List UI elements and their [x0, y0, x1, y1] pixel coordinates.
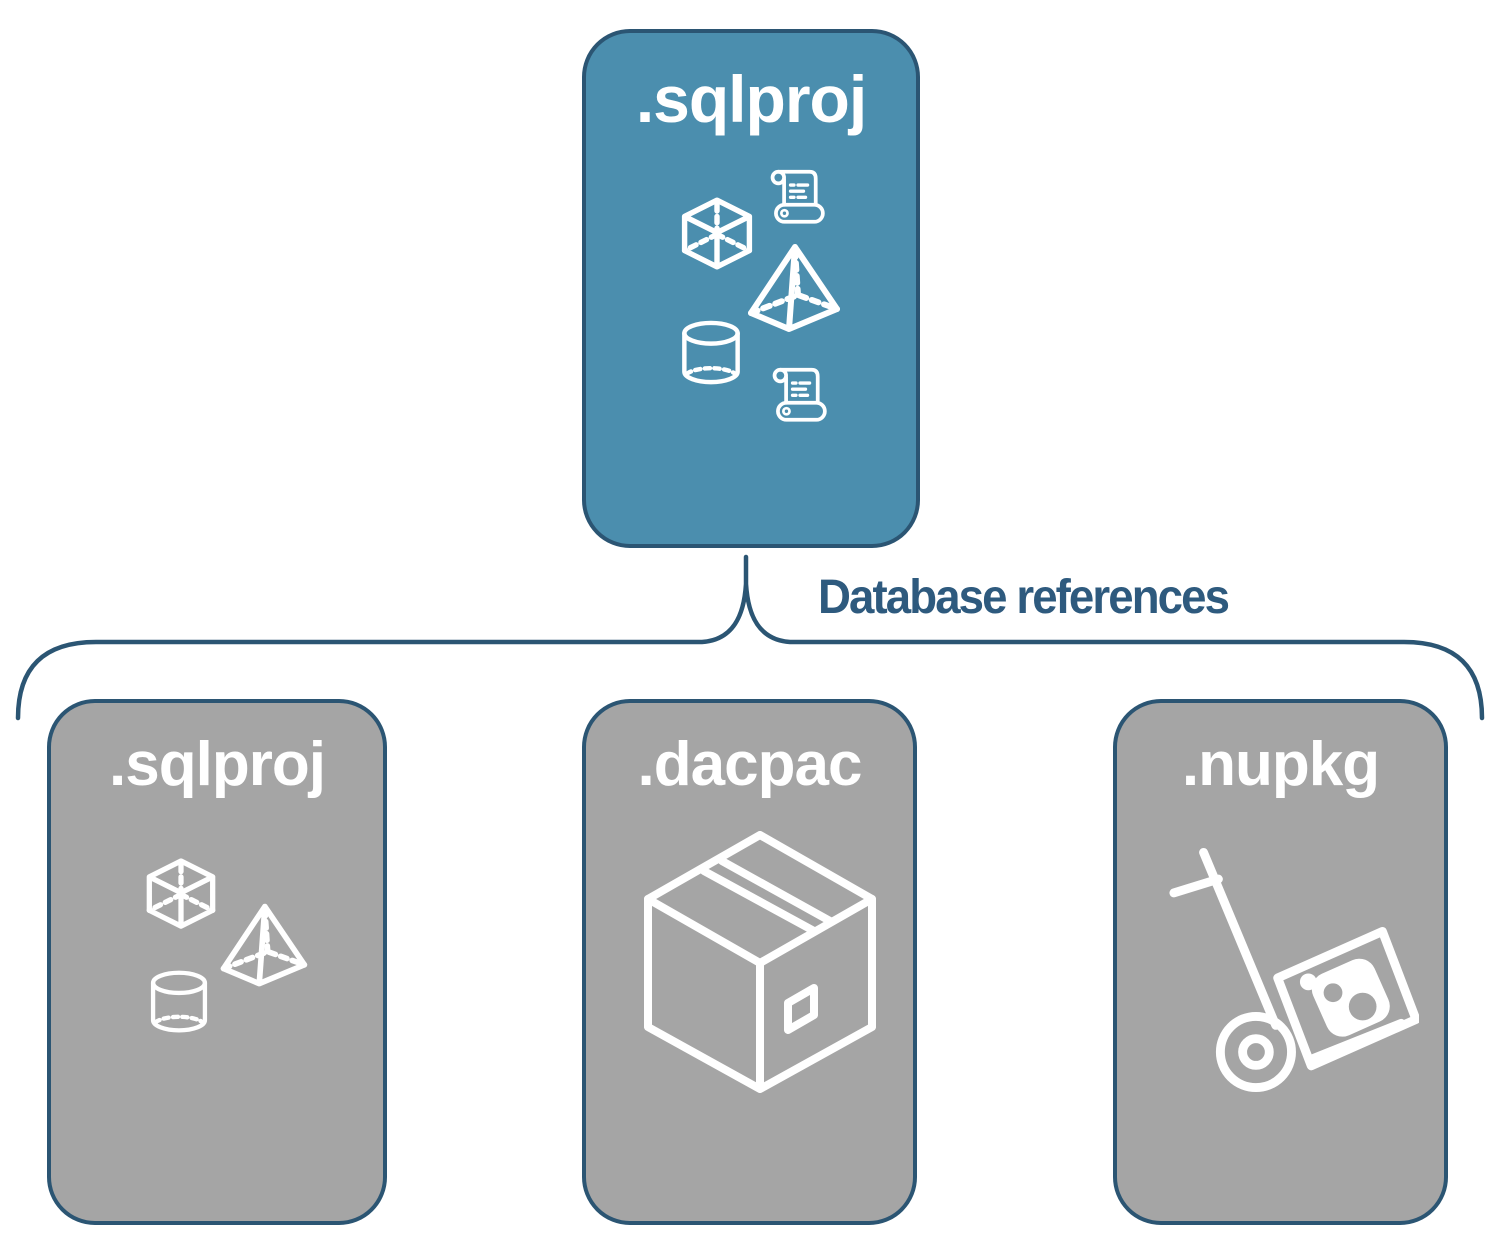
dacpac-card: .dacpac	[582, 699, 917, 1225]
scroll-icon	[762, 161, 830, 239]
dacpac-title: .dacpac	[637, 730, 863, 799]
nupkg-title: .nupkg	[1181, 730, 1380, 799]
hand-truck-nuget-package-icon	[1167, 844, 1419, 1096]
cylinder-icon	[143, 961, 215, 1045]
brace-path	[15, 554, 1485, 721]
scroll-icon	[764, 359, 832, 437]
package-box-icon	[639, 831, 881, 1093]
pyramid-icon	[739, 239, 847, 339]
nupkg-card: .nupkg	[1113, 699, 1448, 1225]
sqlproj-child-title: .sqlproj	[109, 730, 326, 799]
sqlproj-child-card: .sqlproj	[47, 699, 387, 1225]
parent-card-title: .sqlproj	[635, 62, 867, 136]
cylinder-icon	[674, 311, 748, 397]
sqlproj-parent-card: .sqlproj	[582, 29, 920, 548]
database-references-label: Database references	[818, 571, 1230, 624]
pyramid-icon	[211, 899, 315, 993]
